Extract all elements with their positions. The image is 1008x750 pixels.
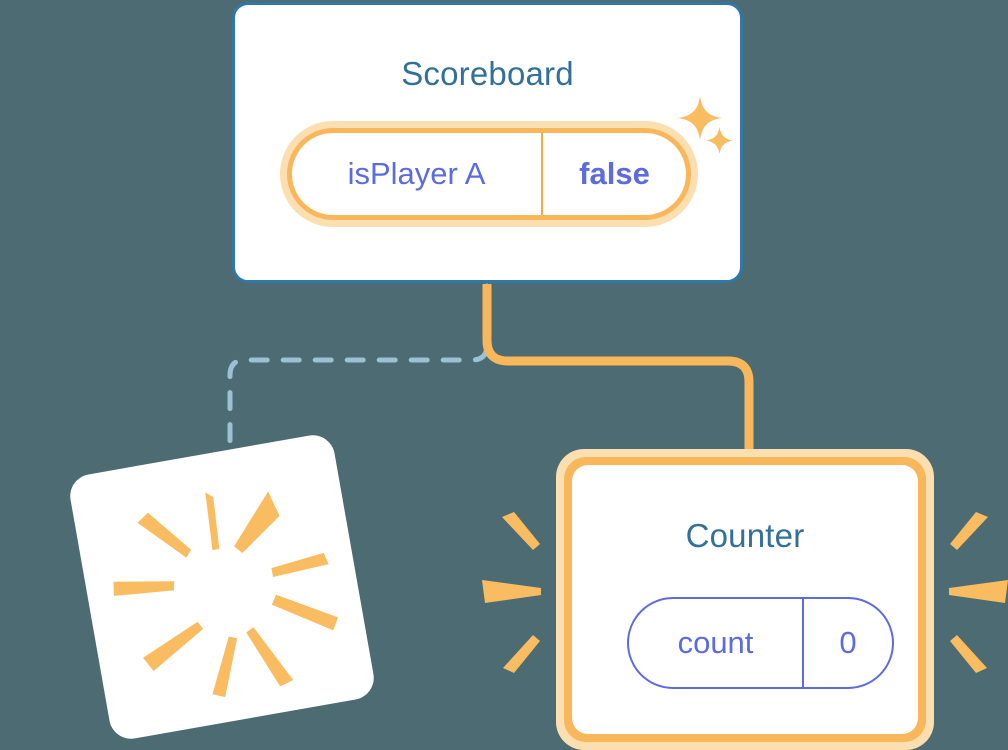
sparkle-large-icon: [678, 96, 722, 140]
counter-title: Counter: [685, 517, 805, 554]
scoreboard-title: Scoreboard: [401, 55, 574, 92]
scoreboard-card[interactable]: Scoreboard isPlayer A false: [232, 2, 743, 283]
scoreboard-pill-key: isPlayer A: [292, 133, 543, 215]
scoreboard-state-pill[interactable]: isPlayer A false: [280, 121, 698, 227]
counter-highlight-ring: Counter count 0: [564, 457, 926, 742]
counter-state-pill[interactable]: count 0: [627, 597, 894, 689]
connector-solid-to-counter: [482, 284, 754, 462]
burst-rays-icon: [113, 491, 339, 698]
counter-right-rays-icon: [949, 512, 1008, 673]
counter-pill-value: 0: [839, 625, 857, 660]
sparkle-small-icon: [706, 127, 733, 154]
counter-card[interactable]: Counter count 0: [556, 449, 934, 750]
pill-face: isPlayer A false: [292, 133, 686, 215]
counter-left-rays-icon: [482, 512, 541, 673]
pill-ring: isPlayer A false: [287, 128, 691, 220]
counter-face: Counter count 0: [572, 465, 918, 734]
burst-card[interactable]: [66, 431, 378, 743]
counter-pill-key: count: [629, 599, 804, 687]
scoreboard-pill-value: false: [579, 156, 650, 191]
